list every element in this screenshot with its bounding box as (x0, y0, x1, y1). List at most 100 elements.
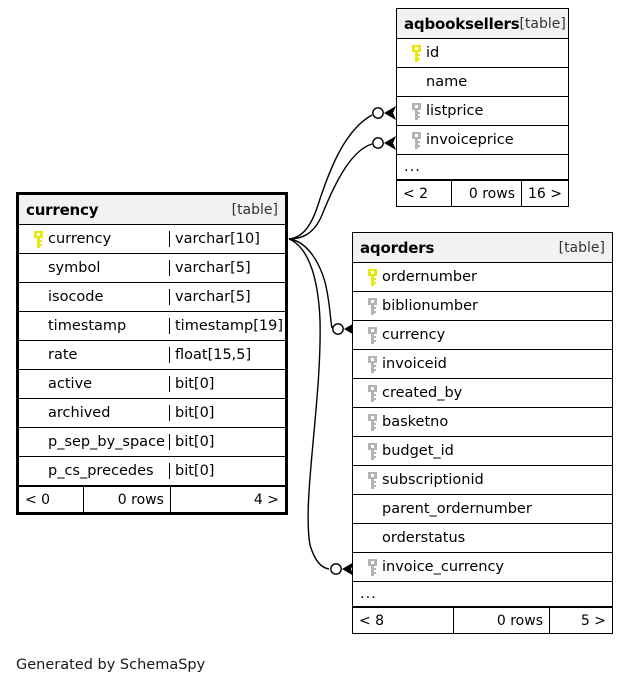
table-aqbooksellers[interactable]: aqbooksellers [table] id (396, 8, 569, 207)
table-row[interactable]: invoiceid (353, 350, 612, 379)
column-cell: name (397, 74, 568, 90)
table-row[interactable]: created_by (353, 379, 612, 408)
foreign-key-icon (406, 102, 426, 120)
table-title: aqbooksellers (404, 14, 520, 33)
column-type: bit[0] (169, 434, 285, 450)
table-currency[interactable]: currency [table] currency varchar[10] (16, 192, 288, 515)
column-cell: ordernumber (353, 268, 612, 286)
table-row[interactable]: subscriptionid (353, 466, 612, 495)
footer-prev-count[interactable]: < 8 (359, 612, 385, 629)
column-name: ordernumber (382, 269, 478, 285)
table-row[interactable]: parent_ordernumber (353, 495, 612, 524)
column-type: bit[0] (169, 463, 285, 479)
column-cell: p_cs_precedes (19, 463, 169, 479)
table-row[interactable]: biblionumber (353, 292, 612, 321)
table-header-aqorders: aqorders [table] (353, 233, 612, 263)
foreign-key-icon (362, 471, 382, 489)
table-row[interactable]: budget_id (353, 437, 612, 466)
key-glyph (411, 131, 421, 149)
key-glyph (367, 268, 377, 286)
table-kind-label: [table] (519, 15, 566, 32)
table-row[interactable]: symbol varchar[5] (19, 254, 285, 283)
table-row[interactable]: orderstatus (353, 524, 612, 553)
table-row[interactable]: active bit[0] (19, 370, 285, 399)
column-name: currency (382, 327, 446, 343)
table-row[interactable]: rate float[15,5] (19, 341, 285, 370)
foreign-key-icon (362, 355, 382, 373)
foreign-key-icon (362, 384, 382, 402)
column-type: timestamp[19] (169, 318, 285, 334)
column-name: biblionumber (382, 298, 478, 314)
table-row[interactable]: isocode varchar[5] (19, 283, 285, 312)
column-cell: parent_ordernumber (353, 501, 612, 517)
foreign-key-icon (362, 297, 382, 315)
table-row[interactable]: timestamp timestamp[19] (19, 312, 285, 341)
edge-currency-to-aqorders-currency (288, 238, 333, 329)
table-row[interactable]: basketno (353, 408, 612, 437)
column-type: bit[0] (169, 376, 285, 392)
key-glyph (367, 442, 377, 460)
table-aqorders[interactable]: aqorders [table] ordernumber (352, 232, 613, 634)
column-cell: biblionumber (353, 297, 612, 315)
footer-prev-count[interactable]: < 0 (25, 491, 51, 508)
foreign-key-icon (406, 131, 426, 149)
column-cell: id (397, 44, 568, 62)
table-row[interactable]: ordernumber (353, 263, 612, 292)
key-glyph (367, 471, 377, 489)
column-cell: created_by (353, 384, 612, 402)
column-name: parent_ordernumber (382, 501, 532, 517)
column-cell: invoice_currency (353, 558, 612, 576)
table-footer: < 2 0 rows 16 > (397, 180, 568, 206)
table-row[interactable]: invoice_currency (353, 553, 612, 582)
edge-endpoint-invoiceprice (372, 136, 396, 150)
column-name: basketno (382, 414, 449, 430)
column-type: float[15,5] (169, 347, 285, 363)
edge-endpoint-invoice-currency (330, 562, 354, 576)
foreign-key-icon (362, 558, 382, 576)
foreign-key-icon (362, 326, 382, 344)
column-cell: symbol (19, 260, 169, 276)
column-name: currency (48, 231, 112, 247)
table-header-aqbooksellers: aqbooksellers [table] (397, 9, 568, 39)
table-row[interactable]: invoiceprice (397, 126, 568, 155)
column-name: listprice (426, 103, 484, 119)
primary-key-icon (362, 268, 382, 286)
column-type: varchar[10] (169, 231, 285, 247)
key-glyph (367, 326, 377, 344)
edge-endpoint-listprice (372, 106, 396, 120)
foreign-key-icon (362, 413, 382, 431)
footer-next-count[interactable]: 16 > (521, 181, 568, 206)
table-row[interactable]: currency varchar[10] (19, 225, 285, 254)
table-kind-label: [table] (231, 201, 278, 218)
column-cell: invoiceprice (397, 131, 568, 149)
column-cell: orderstatus (353, 530, 612, 546)
column-name: invoiceprice (426, 132, 514, 148)
table-row[interactable]: currency (353, 321, 612, 350)
column-cell: listprice (397, 102, 568, 120)
footer-next-count[interactable]: 4 > (169, 487, 285, 512)
column-name: budget_id (382, 443, 454, 459)
generated-by-caption: Generated by SchemaSpy (16, 657, 206, 673)
table-row[interactable]: name (397, 68, 568, 97)
column-cell: currency (353, 326, 612, 344)
footer-next-count[interactable]: 5 > (549, 608, 612, 633)
key-glyph (411, 44, 421, 62)
table-kind-label: [table] (558, 239, 605, 256)
column-cell: timestamp (19, 318, 169, 334)
table-row[interactable]: archived bit[0] (19, 399, 285, 428)
column-name: name (426, 74, 468, 90)
column-cell: budget_id (353, 442, 612, 460)
table-row[interactable]: id (397, 39, 568, 68)
key-glyph (367, 558, 377, 576)
column-type: bit[0] (169, 405, 285, 421)
more-columns-indicator: ... (353, 582, 612, 607)
footer-row-count: 0 rows (82, 487, 170, 512)
table-row[interactable]: p_sep_by_space bit[0] (19, 428, 285, 457)
table-header-currency: currency [table] (19, 195, 285, 225)
table-row[interactable]: listprice (397, 97, 568, 126)
footer-prev-count[interactable]: < 2 (403, 185, 429, 202)
column-name: id (426, 45, 440, 61)
table-row[interactable]: p_cs_precedes bit[0] (19, 457, 285, 486)
key-glyph (367, 297, 377, 315)
